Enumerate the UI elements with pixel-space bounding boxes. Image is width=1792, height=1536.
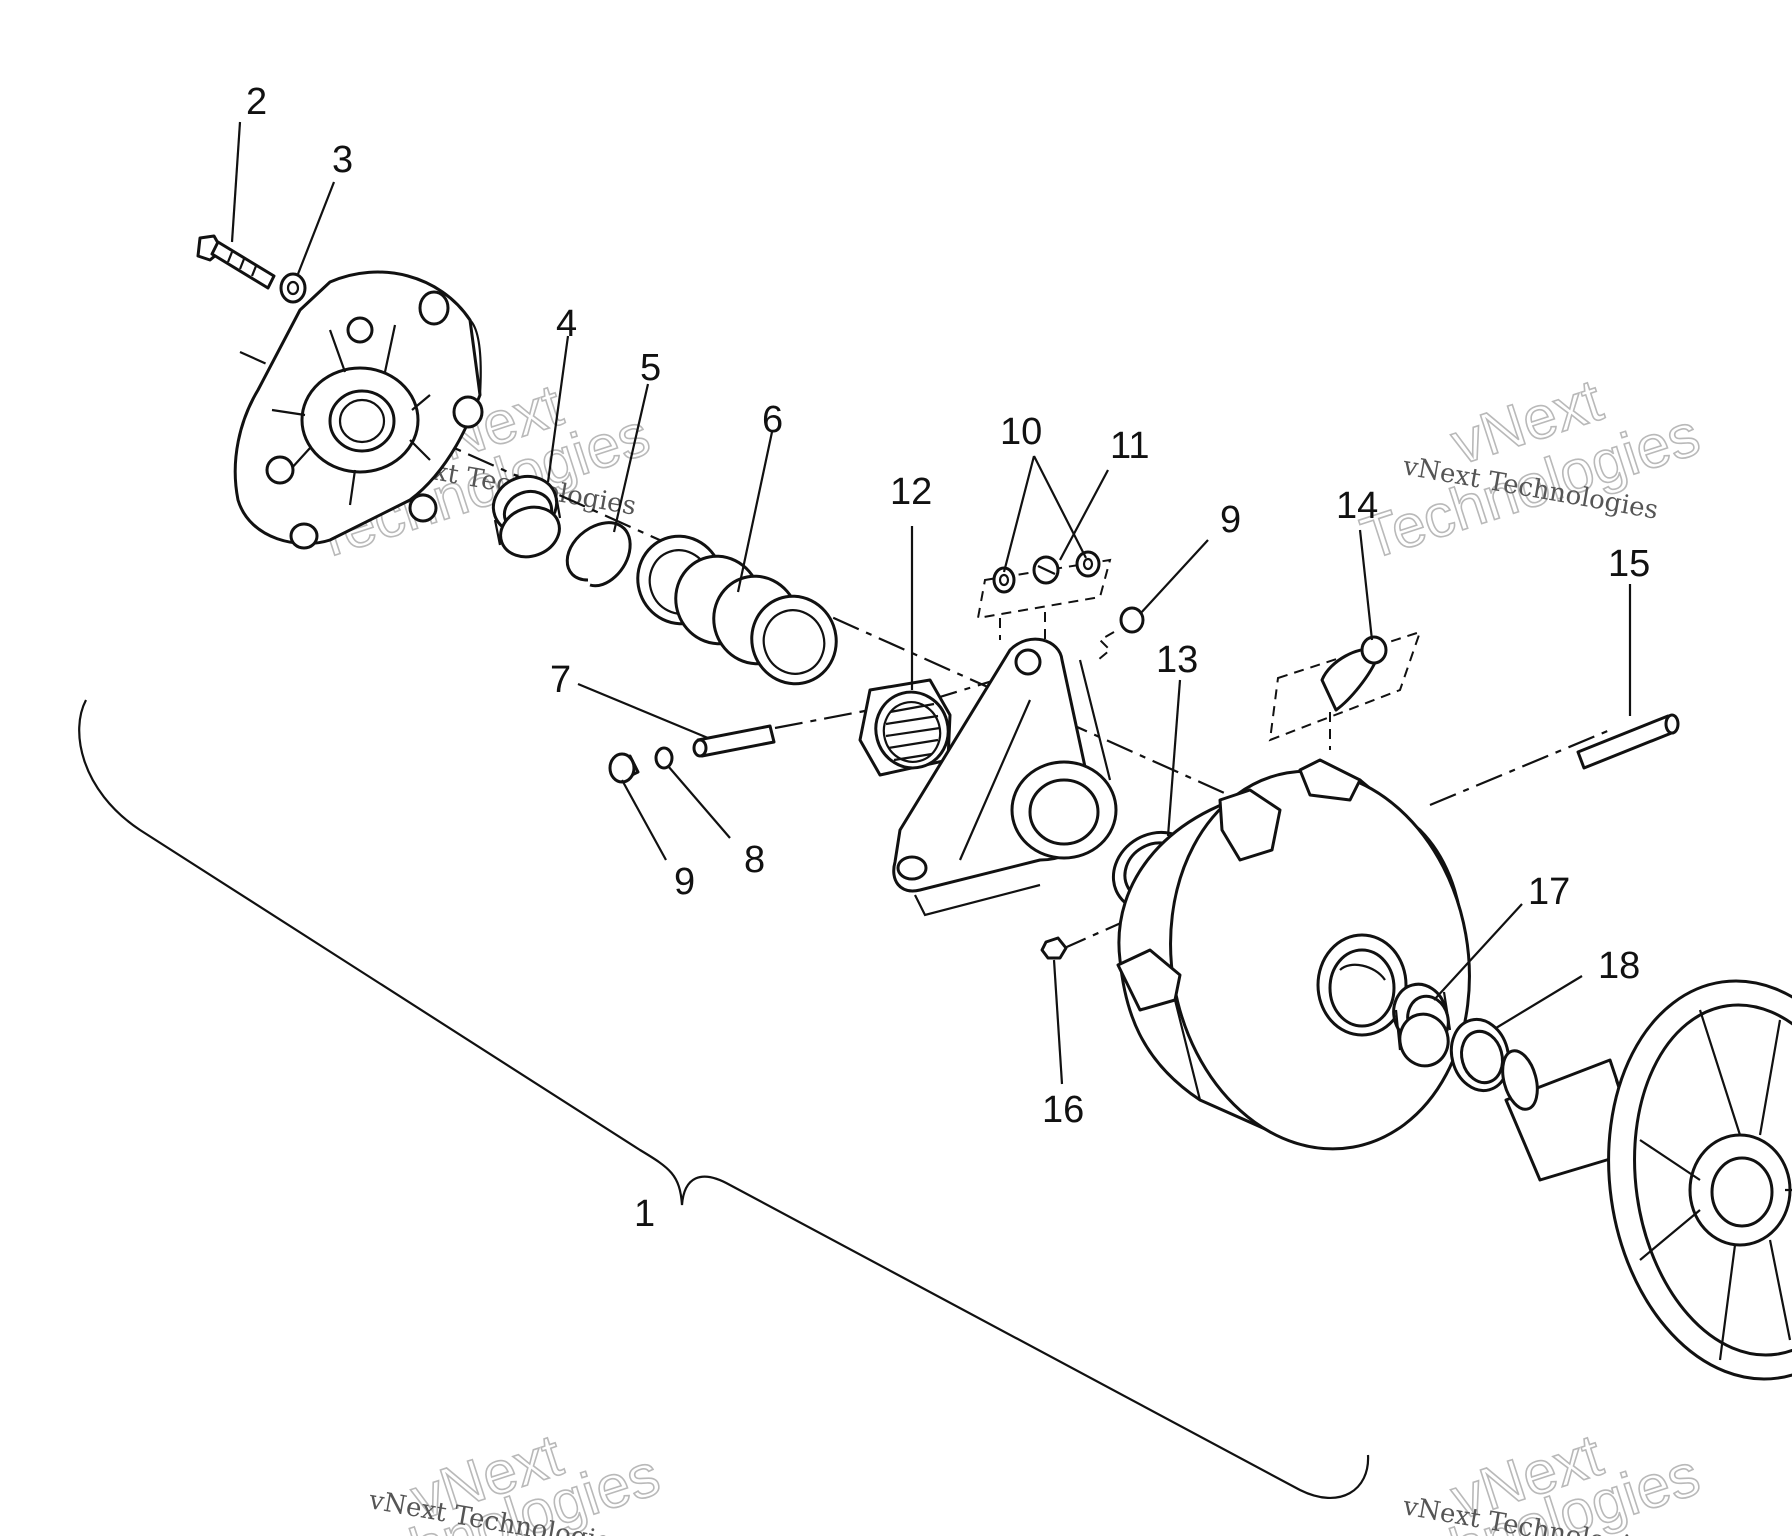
- callout-6: 6: [762, 399, 783, 441]
- callout-9-upper: 9: [1220, 499, 1241, 541]
- callout-16: 16: [1042, 1089, 1084, 1131]
- part-8-washer: [654, 746, 674, 770]
- part-10-11-washer-group: [976, 550, 1112, 640]
- callout-labels: 2 3 4 5 6 7 8 9 9 10 11 12 13 14 15 16 1…: [246, 81, 1650, 1235]
- callout-18: 18: [1598, 945, 1640, 987]
- part-18-washer: [1449, 1017, 1511, 1093]
- callout-8: 8: [744, 839, 765, 881]
- clutch-cover: [233, 270, 484, 550]
- callout-2: 2: [246, 81, 267, 123]
- callout-10: 10: [1000, 411, 1042, 453]
- callout-7: 7: [550, 659, 571, 701]
- axis-line-pin-7: [774, 708, 871, 730]
- part-4-bushing: [491, 475, 562, 559]
- part-5-snap-ring: [565, 521, 632, 588]
- callout-9-lower: 9: [674, 861, 695, 903]
- callout-4: 4: [556, 303, 577, 345]
- callout-14: 14: [1336, 485, 1378, 527]
- watermark-bottom-left: vNext Technologies vNext Technologies: [313, 1420, 668, 1536]
- assembly-bracket: [78, 699, 1370, 1500]
- part-6-spring: [636, 534, 838, 686]
- callout-15: 15: [1608, 543, 1650, 585]
- callout-1: 1: [634, 1193, 655, 1235]
- watermark-bottom-right: vNext Technologies vNext Technologies: [1353, 1420, 1708, 1536]
- part-15-pin: [1576, 713, 1680, 770]
- part-17-bushing: [1392, 982, 1452, 1068]
- part-12-roller: [858, 678, 952, 777]
- part-9-button-upper: [1097, 606, 1145, 661]
- part-2-bolt: [196, 234, 276, 290]
- fixed-sheave-shaft: [1501, 979, 1792, 1381]
- callout-3: 3: [332, 139, 353, 181]
- spider-arm: [892, 637, 1118, 917]
- movable-sheave: [1116, 758, 1471, 1151]
- callout-12: 12: [890, 471, 932, 513]
- callout-5: 5: [640, 347, 661, 389]
- callout-11: 11: [1110, 425, 1149, 467]
- part-7-pin: [692, 724, 776, 758]
- part-14-shoe: [1268, 630, 1422, 750]
- axis-line-to-pin: [1429, 728, 1611, 807]
- watermark-top-right: vNext Technologies vNext Technologies: [1353, 365, 1708, 573]
- part-9-button-lower: [608, 752, 640, 784]
- part-3-nut: [279, 272, 307, 304]
- axis-line-bolt: [1059, 908, 1151, 952]
- leader-lines: [230, 121, 1632, 1085]
- callout-17: 17: [1528, 871, 1570, 913]
- callout-13: 13: [1156, 639, 1198, 681]
- part-16-nut: [1040, 936, 1068, 960]
